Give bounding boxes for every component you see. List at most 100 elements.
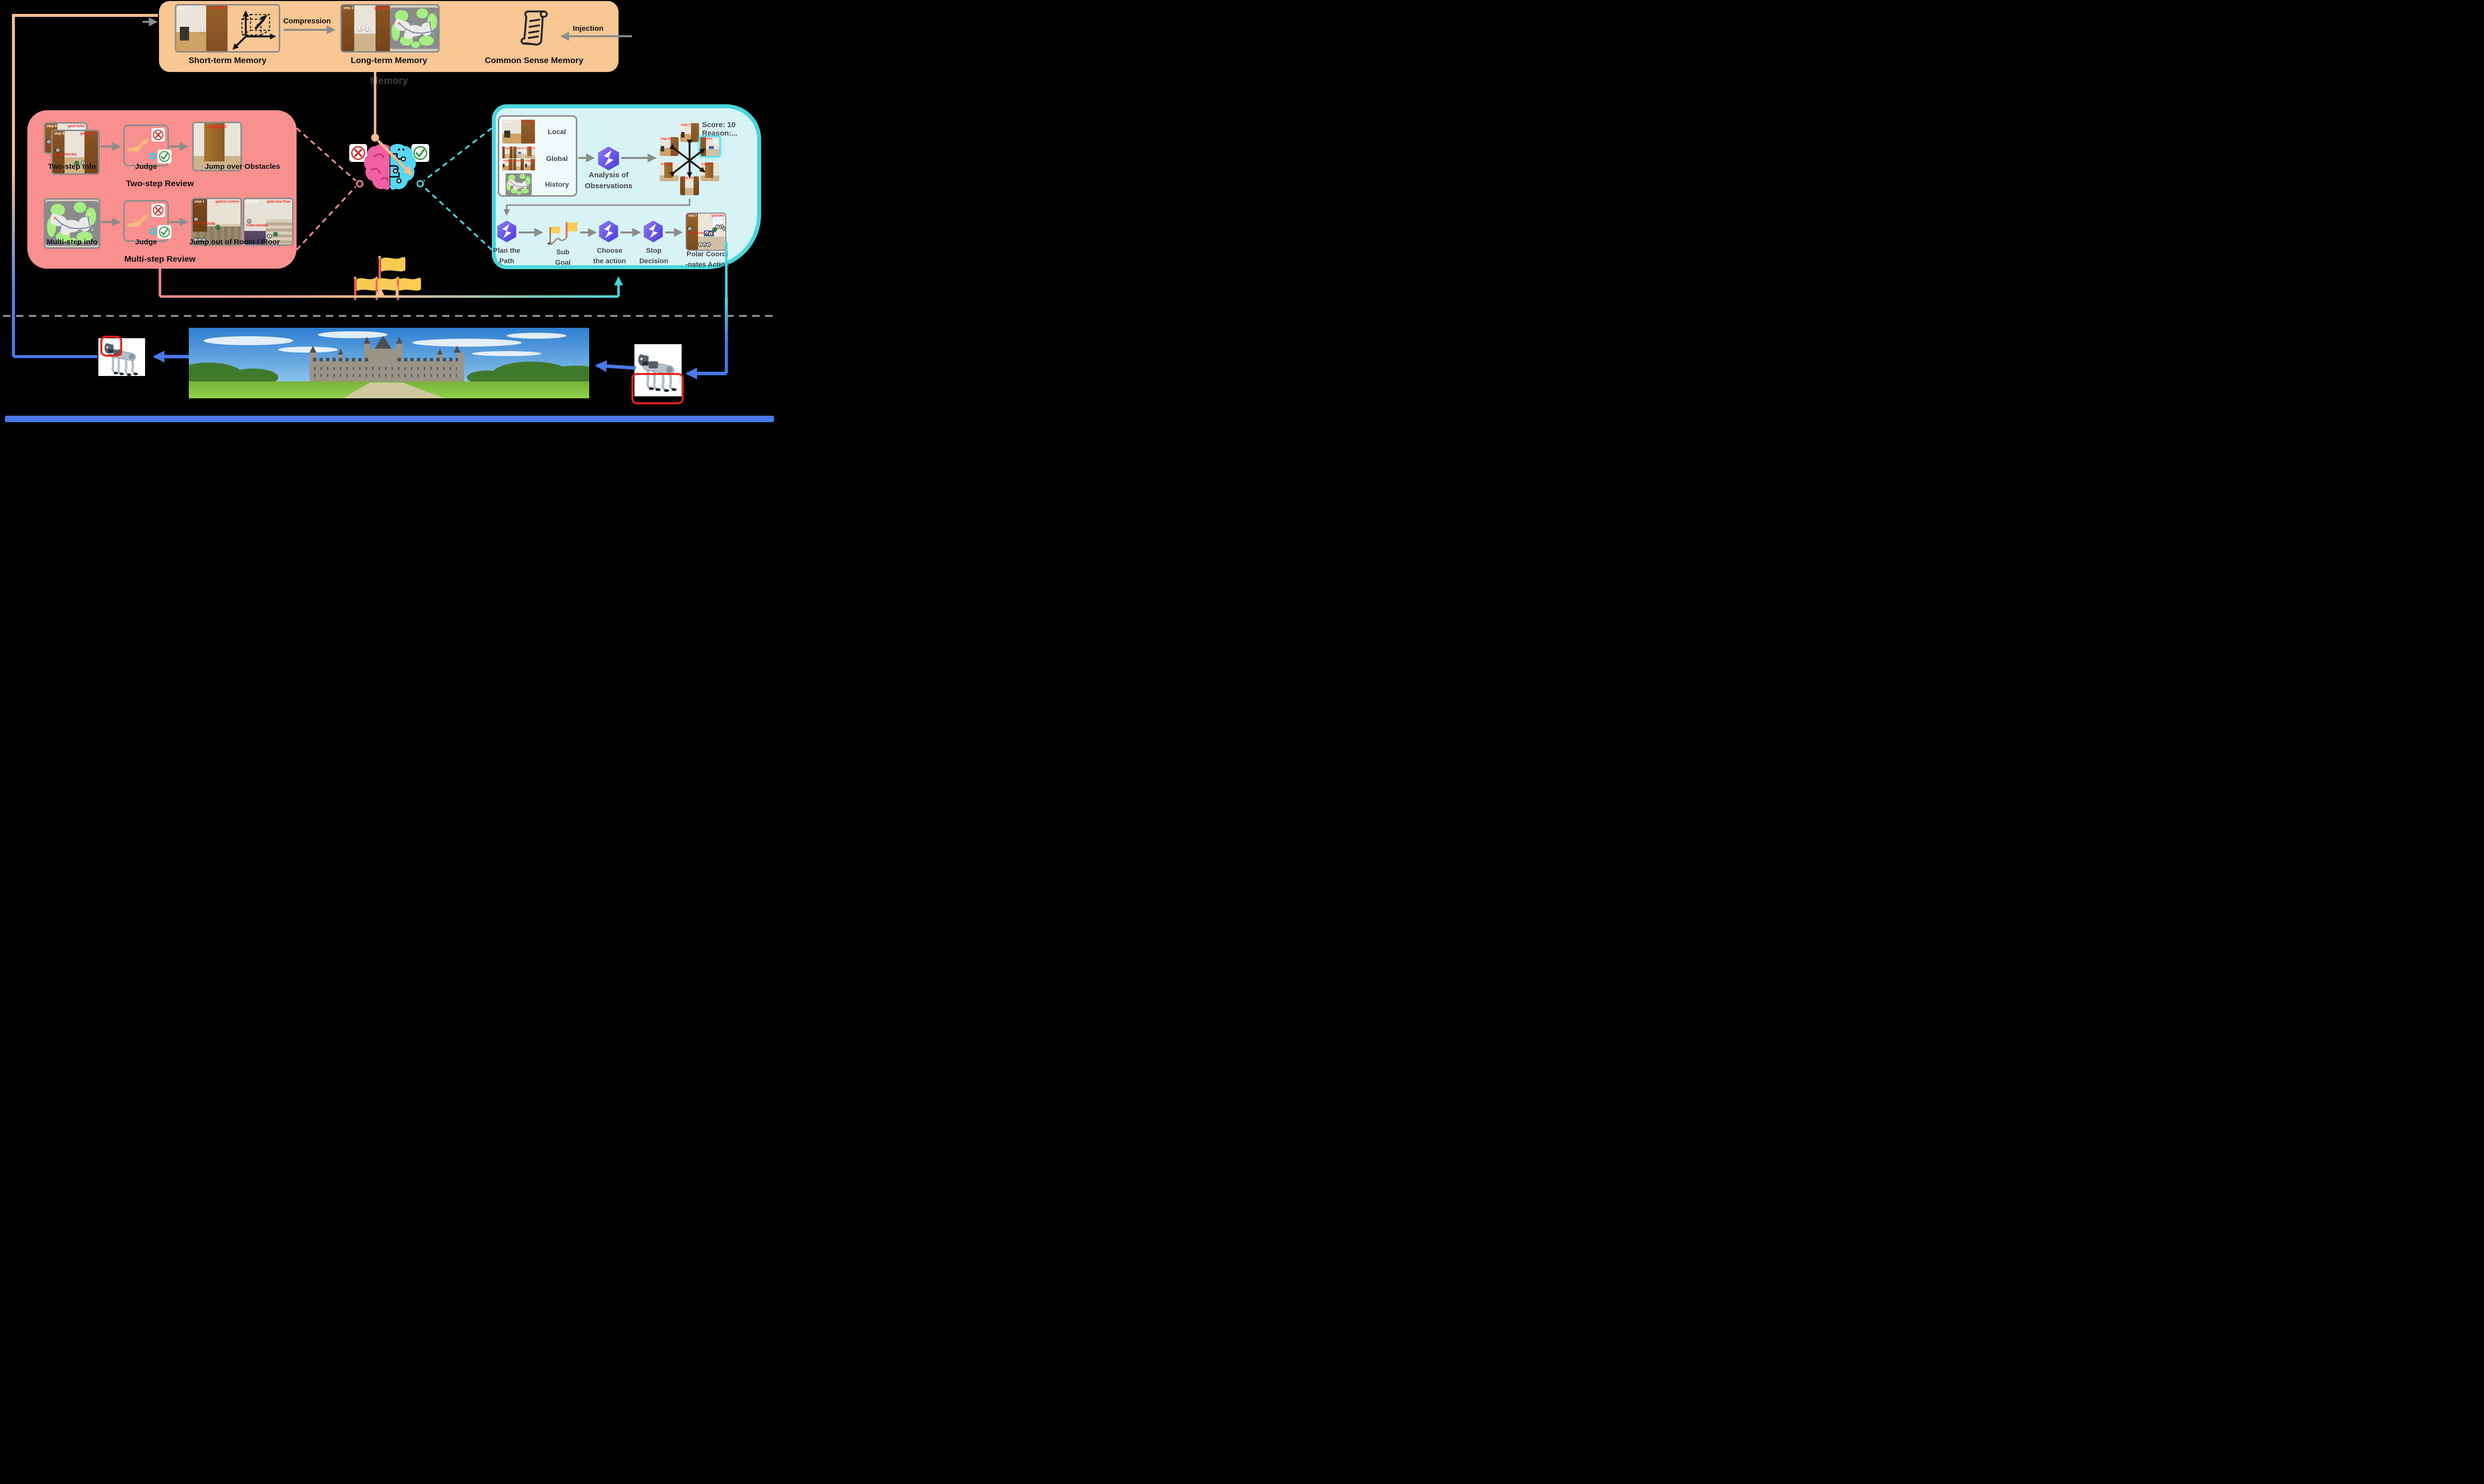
polar-action-label-line1: Polar Coordi [686, 250, 729, 258]
angle-tag: Angle 180 [503, 159, 513, 162]
jump-over-obstacles-photo: Angle 60 [192, 122, 242, 171]
angle-tag: Angle 60 [701, 138, 712, 141]
candidate-view-0: Angle 0 [680, 123, 699, 142]
plan-path-label-line1: Plan the [493, 246, 521, 254]
waypoint-selected: 2 [273, 232, 278, 236]
multi-step-review-title: Multi-step Review [124, 254, 196, 264]
reject-x-icon [152, 204, 165, 217]
head-highlight-box [100, 336, 122, 357]
short-term-memory-image: step 3 goal:bed t [175, 4, 280, 53]
choose-action-label-line1: Choose [597, 246, 622, 254]
robot-model-tag: 02 [651, 356, 655, 359]
multi-step-info-label: Multi-step info [46, 238, 98, 246]
waypoint: 9 [722, 226, 725, 231]
global-observation-grid: Angle 0 Angle 60 Angle 120 Angle 180 Ang… [502, 147, 535, 170]
time-t1-tag: t-1 [358, 23, 370, 33]
cyan-link-node [416, 180, 424, 188]
time-t-tag: t [201, 24, 205, 35]
two-step-info-photo-front: step 6 goal:toilet 0 TURN AROUND 1 2 [51, 130, 100, 175]
long-term-observation-photo: step 2 goal:bed t-1 [342, 5, 390, 51]
angle-tag: Angle 0 [503, 147, 512, 149]
multi-step-judge-label: Judge [135, 238, 157, 246]
score-text: Score: 10 [702, 121, 736, 129]
brain-icon [364, 142, 416, 194]
analysis-label-line2: Observations [585, 182, 632, 190]
step-tag: step 6 [54, 132, 65, 136]
turn-around-tag: TURN AROUND [55, 153, 77, 156]
candidate-view-300: Angle 300 [660, 137, 679, 156]
angle-tag: Angle 60 [514, 147, 524, 149]
multi-step-info-map [44, 198, 100, 249]
stop-decision-label-line2: Decision [639, 257, 669, 265]
step-tag: step 1 [194, 200, 205, 204]
llm-icon [643, 220, 663, 243]
reject-x-icon [152, 128, 165, 142]
legs-highlight-box [631, 373, 684, 404]
jump-out-floor-photo: step 56 goal:new floor 0 TURN AROUND 1 2 [243, 198, 294, 246]
angle-tag: Angle 300 [661, 138, 673, 141]
goal-tag: goal:toilet [80, 132, 97, 136]
long-term-map-pane [390, 5, 438, 51]
review-brain-dashed-links [296, 127, 357, 251]
angle-tag: Angle 180 [681, 177, 693, 180]
polar-action-label-line2: -nates Action [685, 260, 730, 268]
local-label: Local [547, 128, 566, 136]
angle-tag: Angle 0 [681, 124, 691, 127]
long-term-memory-label: Long-term Memory [351, 56, 427, 65]
waypoint: 2 [81, 161, 85, 165]
goal-tag: goal:bed [711, 215, 724, 218]
polar-action-photo: step 3 goal:bed 0 TURN AROUND 1 2 3 4 5 … [686, 213, 726, 251]
step-tag: step 3 [178, 6, 188, 10]
short-term-observation-photo: step 3 goal:bed t [176, 5, 228, 51]
step-tag: step 56 [246, 200, 258, 204]
goal-tag: goal:toilet [68, 125, 84, 128]
two-step-info-label: Two-step info [48, 162, 96, 171]
candidate-view-60-selected: Angle 60 [699, 136, 721, 157]
environment-panorama [189, 328, 589, 398]
candidate-view-240: Angle 240 [660, 162, 679, 181]
stop-decision-label-line1: Stop [646, 246, 662, 254]
candidate-view-180: Angle 180 [680, 176, 699, 195]
sub-goal-label-line2: Goal [555, 258, 571, 266]
global-label: Global [546, 154, 568, 162]
turn-around-tag: TURN AROUND [193, 223, 216, 225]
long-term-memory-image: step 2 goal:bed t-1 [340, 4, 440, 53]
injection-label: Injection [573, 24, 604, 33]
reason-text: Reason:... [702, 129, 738, 138]
waypoint-selected: 4 [216, 225, 220, 229]
waypoint-donut-icon [150, 152, 156, 159]
waypoint: 5 [708, 231, 713, 236]
goal-tag: goal:bed [211, 6, 226, 10]
waypoint: 1 [267, 234, 272, 238]
angle-tag: Angle 300 [525, 159, 535, 162]
step-tag: step 3 [504, 121, 511, 124]
angle-tag: Angle 60 [208, 124, 227, 129]
jump-over-obstacles-label: Jump over Obstacles [205, 162, 280, 171]
decision-brain-dashed-links [423, 127, 493, 251]
angle-tag: Angle 120 [525, 147, 535, 149]
step-tag: step 3 [688, 215, 697, 218]
waypoint-donut-icon [150, 228, 156, 235]
waypoint: 3 [706, 242, 711, 247]
accept-check-icon [157, 149, 171, 163]
angle-tag: Angle 240 [514, 159, 524, 162]
waypoint: 0 [47, 140, 51, 144]
goal-flag-icon [395, 276, 424, 302]
local-observation-photo: step 3 goal:bed [502, 120, 535, 144]
trajectory-arrow-icon [127, 211, 150, 230]
step-tag: step 2 [343, 6, 354, 10]
goal-tag: goal:bed [523, 121, 534, 124]
robot-model-tag: 02 [115, 348, 119, 351]
goal-tag: goal:new floor [267, 200, 291, 204]
candidate-view-120: Angle 120 [700, 162, 719, 181]
figure-canvas: 012 345 [0, 0, 779, 423]
bottom-bar [5, 416, 774, 422]
turn-around-tag: TURN AROUND [687, 232, 706, 235]
waypoint-selected: 1 [75, 161, 79, 165]
waypoint: 0 [688, 226, 692, 231]
robot-image-right-bg [634, 344, 682, 396]
turn-around-tag: TURN AROUND [246, 224, 268, 227]
compression-label: Compression [283, 17, 331, 25]
angle-tag: Angle 240 [661, 163, 673, 166]
goal-tag: goal:bed [374, 6, 388, 10]
